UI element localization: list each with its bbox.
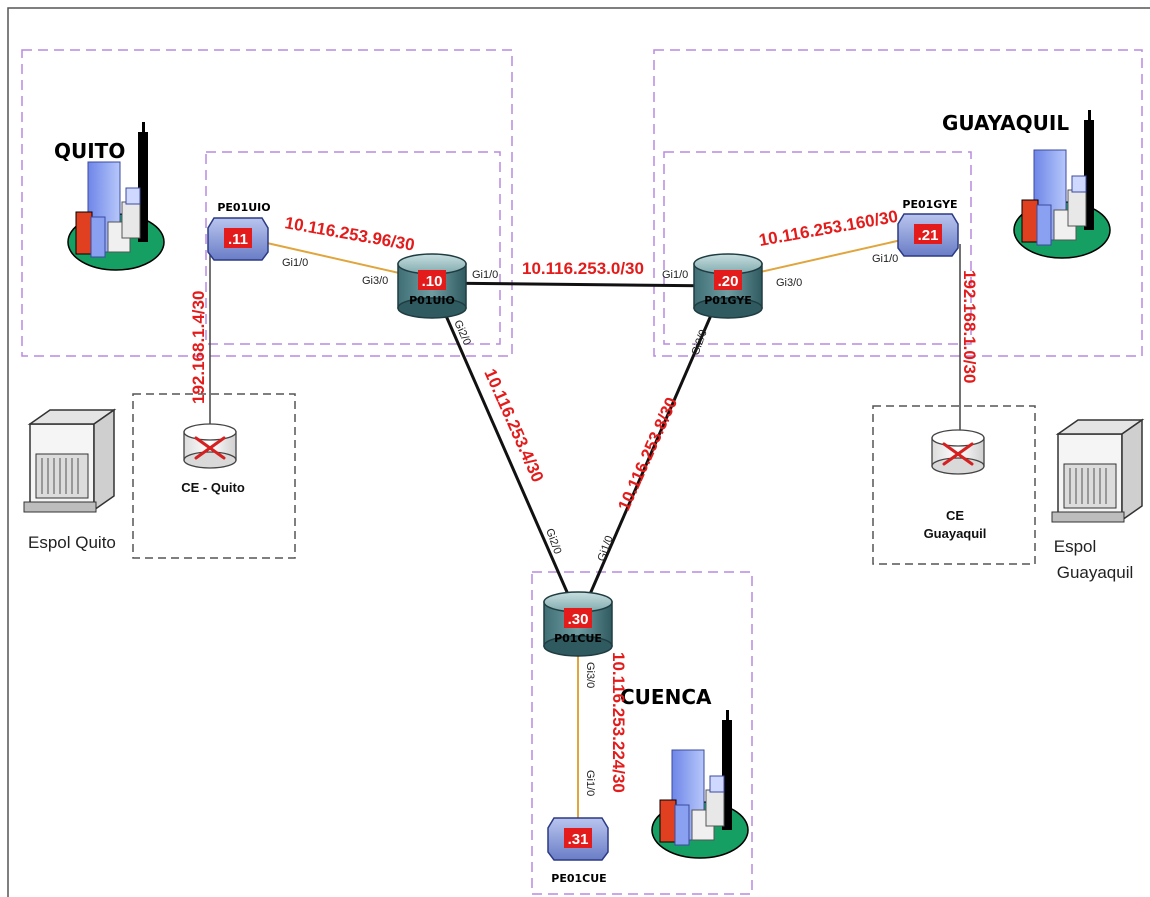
ce-guayaquil-label-line1: CE: [946, 508, 964, 523]
link-p01gye-p01cue: [582, 305, 717, 609]
link-p01uio-p01cue: [438, 301, 576, 609]
router-arrows-icon: [942, 442, 974, 466]
quito-region-box: [21, 49, 513, 357]
router-p01uio[interactable]: .10 P01UIO: [397, 253, 467, 319]
router-name-pe01gye: PE01GYE: [902, 198, 957, 211]
network-label-core-gye-cue: 10.116.253.8/30: [614, 394, 681, 513]
router-pe01uio[interactable]: .11: [207, 217, 269, 261]
interface-label-pe01gye-gi1: Gi1/0: [872, 253, 898, 265]
interface-label-p01uio-gi3: Gi3/0: [362, 275, 388, 287]
router-name-pe01cue: PE01CUE: [551, 872, 606, 885]
router-pe01cue[interactable]: .31: [547, 817, 609, 861]
interface-label-p01gye-gi1: Gi1/0: [662, 269, 688, 281]
diagram-frame: [7, 7, 1150, 897]
interface-label-pe01cue-gi1: Gi1/0: [584, 770, 596, 796]
router-name-p01uio: P01UIO: [409, 294, 455, 307]
site-label-espol-quito: Espol Quito: [28, 533, 116, 552]
site-label-espol-guayaquil-line2: Guayaquil: [1057, 563, 1134, 582]
quito-inner-box: [205, 151, 501, 345]
network-label-core-uio-gye: 10.116.253.0/30: [522, 259, 644, 278]
router-ip-pe01gye: .21: [918, 227, 939, 244]
interface-label-p01cue-gi3: Gi3/0: [584, 662, 596, 688]
ce-quito-router[interactable]: [183, 423, 237, 469]
network-label-pe-gye: 10.116.253.160/30: [757, 207, 899, 250]
cuenca-city-icon: [651, 709, 749, 859]
router-pe01gye[interactable]: .21: [897, 213, 959, 257]
ce-guayaquil-router[interactable]: [931, 429, 985, 475]
router-ip-p01uio: .10: [422, 273, 443, 290]
network-label-pe-uio: 10.116.253.96/30: [283, 213, 416, 255]
router-p01cue[interactable]: .30 P01CUE: [543, 591, 613, 657]
city-label-guayaquil: GUAYAQUIL: [942, 111, 1069, 135]
router-ip-p01cue: .30: [568, 611, 589, 628]
router-arrows-icon: [194, 436, 226, 460]
site-label-espol-guayaquil-line1: Espol: [1054, 537, 1097, 556]
server-icon-quito: [23, 409, 115, 513]
router-ip-pe01uio: .11: [228, 231, 248, 248]
link-p01uio-p01gye: [429, 281, 726, 288]
server-icon-guayaquil: [1051, 419, 1143, 523]
interface-label-p01gye-gi2: Gi2/0: [690, 328, 710, 357]
interface-label-p01uio-gi1: Gi1/0: [472, 269, 498, 281]
network-label-ce-quito: 192.168.1.4/30: [189, 291, 208, 404]
interface-label-pe01uio-gi1: Gi1/0: [282, 257, 308, 269]
router-name-p01cue: P01CUE: [554, 632, 602, 645]
guayaquil-region-box: [653, 49, 1143, 357]
router-ip-p01gye: .20: [718, 273, 739, 290]
router-name-pe01uio: PE01UIO: [217, 201, 270, 214]
ce-quito-label: CE - Quito: [181, 480, 245, 495]
city-label-quito: QUITO: [54, 139, 125, 163]
ce-quito-box: [132, 393, 296, 559]
router-ip-pe01cue: .31: [568, 831, 589, 848]
ce-guayaquil-label-line2: Guayaquil: [924, 526, 987, 541]
network-label-ce-guayaquil: 192.168.1.0/30: [960, 270, 979, 383]
interface-label-p01cue-gi1: Gi1/0: [596, 534, 616, 563]
city-label-cuenca: CUENCA: [620, 685, 712, 709]
ce-guayaquil-box: [872, 405, 1036, 565]
network-label-pe-cue: 10.116.253.224/30: [609, 652, 628, 793]
router-name-p01gye: P01GYE: [704, 294, 752, 307]
interface-label-p01gye-gi3: Gi3/0: [776, 277, 802, 289]
guayaquil-inner-box: [663, 151, 972, 345]
router-p01gye[interactable]: .20 P01GYE: [693, 253, 763, 319]
